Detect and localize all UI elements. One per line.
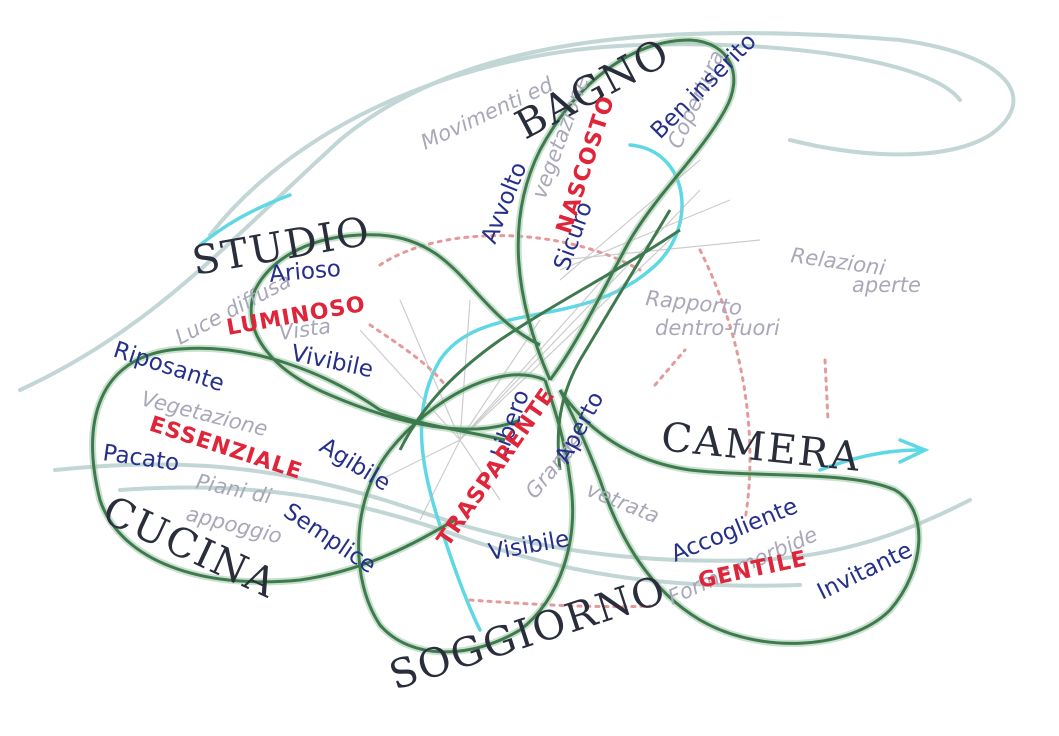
lower-sweep-stroke bbox=[53, 462, 972, 563]
petal-outlines bbox=[91, 38, 921, 654]
soggiorno-lobe-outline bbox=[357, 373, 574, 654]
hatch-line bbox=[559, 199, 731, 271]
camera-lobe-outline bbox=[558, 389, 921, 645]
label-vivibile: Vivibile bbox=[289, 340, 376, 383]
inner-swirl-outline-2 bbox=[556, 209, 672, 471]
hatch-line bbox=[459, 439, 501, 501]
label-aperte: aperte bbox=[852, 273, 921, 297]
label-vetrata: vetrata bbox=[583, 477, 663, 528]
bagno-lobe-outline bbox=[516, 38, 736, 381]
cyan-left-arrow-stroke bbox=[198, 193, 292, 247]
cyan-loop-stroke bbox=[419, 143, 684, 632]
dotted-bottom-line bbox=[468, 598, 652, 609]
hatch-line bbox=[419, 439, 461, 521]
studio-lobe-outline bbox=[249, 233, 541, 431]
cyan-right-stroke bbox=[818, 448, 922, 472]
dotted-double-arrow bbox=[653, 348, 687, 387]
hatch-line bbox=[459, 189, 701, 441]
upper-sweep-stroke-inner bbox=[208, 42, 962, 237]
lower-sweep-stroke-2 bbox=[118, 485, 802, 588]
label-piani-di: Piani di bbox=[194, 469, 274, 508]
dotted-arc-right bbox=[698, 248, 752, 522]
label-rapporto: Rapporto bbox=[644, 286, 743, 320]
dotted-arc-studio bbox=[368, 323, 447, 387]
hatch-line bbox=[459, 299, 471, 441]
inner-swirl-outline bbox=[398, 228, 681, 451]
background-sweep-strokes bbox=[18, 31, 1016, 588]
dotted-up-arrow bbox=[823, 358, 830, 422]
cyan-flow-strokes bbox=[198, 143, 930, 632]
room-soggiorno: SOGGIORNO bbox=[384, 567, 673, 700]
hatch-line bbox=[359, 329, 461, 441]
hatch-line bbox=[459, 229, 681, 441]
label-visibile: Visibile bbox=[487, 526, 572, 566]
label-arioso: Arioso bbox=[268, 256, 342, 288]
label-dentro-fuori: dentro-fuori bbox=[655, 316, 780, 340]
hatch-line bbox=[399, 299, 461, 441]
cyan-arrowhead bbox=[898, 438, 930, 464]
upper-sweep-stroke bbox=[18, 31, 1016, 392]
cucina-lobe-outline bbox=[91, 346, 506, 584]
hatch-line bbox=[379, 439, 461, 481]
label-pacato: Pacato bbox=[101, 440, 181, 476]
